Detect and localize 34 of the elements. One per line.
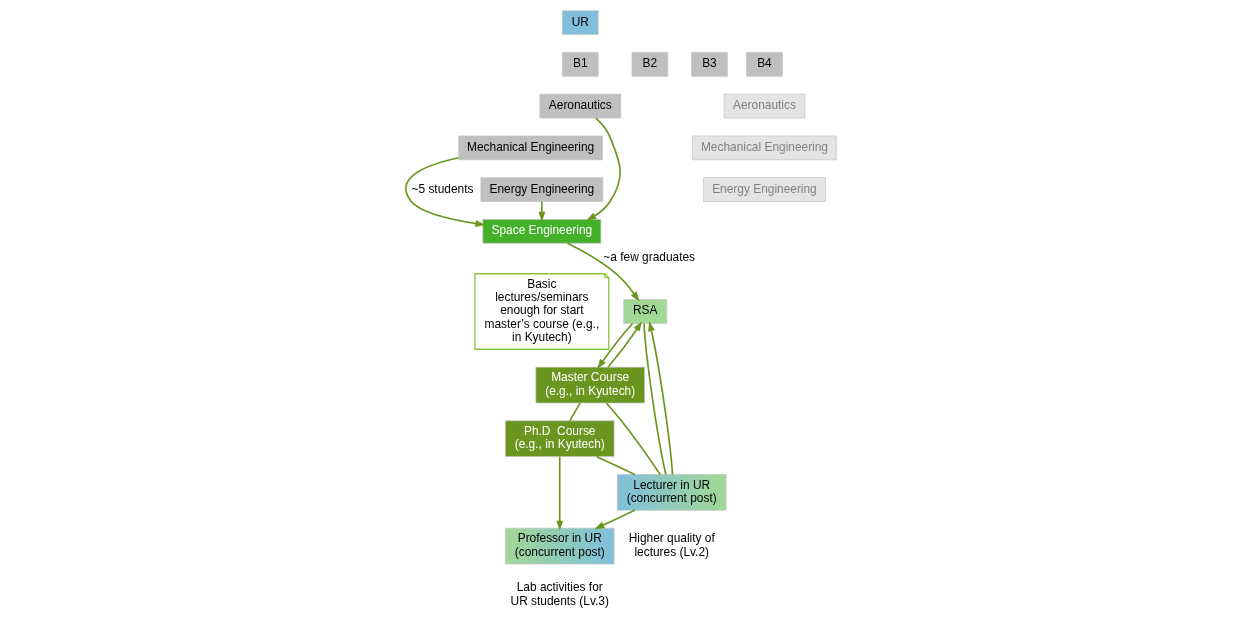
node-box: B3	[691, 52, 728, 77]
node-box: Energy Engineering	[703, 177, 826, 202]
node-box: B4	[746, 52, 783, 77]
node-label: Lab activities for UR students (Lv.3)	[510, 580, 609, 608]
node-box: RSA	[623, 299, 668, 324]
node-box: Mechanical Engineering	[692, 135, 837, 161]
node-box: UR	[562, 10, 599, 35]
edge-label: ~a few graduates	[603, 250, 696, 265]
arrow	[597, 322, 634, 370]
arrow	[594, 509, 636, 530]
arrow	[405, 156, 486, 227]
connector	[643, 322, 667, 476]
node-box: Lecturer in UR (concurrent post)	[617, 474, 727, 511]
node-box: Master Course (e.g., in Kyutech)	[535, 366, 645, 404]
node-box: Ph.D Course (e.g., in Kyutech)	[505, 420, 615, 457]
node-box: Space Engineering	[482, 219, 602, 244]
node-label: Higher quality of lectures (Lv.2)	[628, 531, 715, 559]
arrow	[648, 321, 674, 476]
node-box: B1	[562, 52, 599, 77]
connector	[605, 402, 662, 476]
node-box: Professor in UR (concurrent post)	[505, 527, 615, 565]
node-box: Aeronautics	[723, 93, 806, 119]
node-box: Mechanical Engineering	[458, 135, 603, 161]
node-box: Energy Engineering	[480, 177, 604, 202]
arrow	[586, 117, 621, 221]
arrow	[538, 200, 546, 222]
arrow	[566, 242, 640, 302]
node-box: B2	[631, 52, 669, 77]
node-box: Aeronautics	[539, 93, 622, 119]
arrow	[556, 455, 564, 531]
connector	[569, 402, 581, 422]
connector	[595, 455, 636, 476]
arrow	[607, 321, 643, 368]
edge-label: ~5 students	[411, 181, 474, 196]
